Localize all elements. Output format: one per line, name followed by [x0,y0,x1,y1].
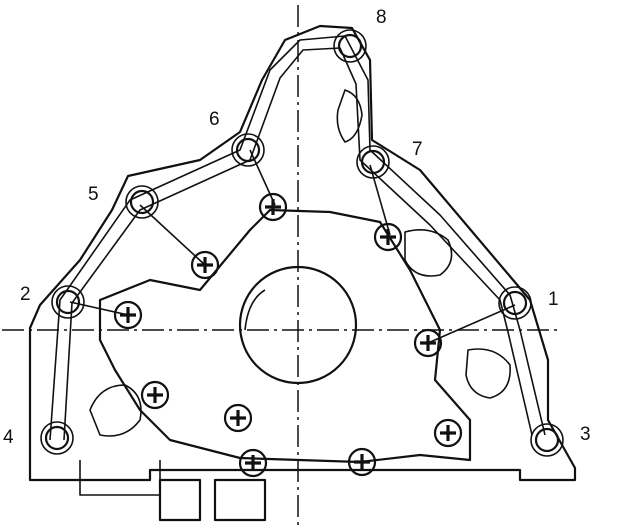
left-recess-lower [79,460,161,496]
right-lobe-recess [404,229,453,277]
phillips-screw-icon [373,222,403,252]
phillips-screw-icon [140,380,170,410]
bolt-hole-6 [231,133,265,167]
bottom-bracket-right [213,478,267,522]
bolt-hole-2 [51,285,85,319]
label-1: 1 [548,289,559,310]
web-1 [427,304,516,344]
bolt-hole-3 [530,423,564,457]
bolt-hole-4 [40,421,74,455]
label-2: 2 [20,284,31,305]
phillips-screw-icon [433,418,463,448]
phillips-screw-icon [238,448,268,478]
bolt-hole-5 [125,185,159,219]
bottom-bracket-left [158,478,202,522]
label-4: 4 [3,427,14,448]
bolt-hole-8 [333,29,367,63]
bore-inner-arc [244,289,266,331]
bolt-holes [40,29,564,457]
left-recess [89,384,142,437]
screws [113,192,463,478]
phillips-screw-icon [347,447,377,477]
right-lower-recess [465,348,511,399]
label-3: 3 [580,424,591,445]
label-8: 8 [376,7,387,28]
upper-recess [336,89,363,143]
pump-body-outline [98,208,472,464]
housing-outline [28,24,577,482]
label-7: 7 [412,139,423,160]
phillips-screw-icon [258,192,288,222]
bolt-hole-7 [356,145,390,179]
central-bore [238,265,358,385]
phillips-screw-icon [190,250,220,280]
phillips-screw-icon [413,328,443,358]
label-6: 6 [209,109,220,130]
phillips-screw-icon [113,300,143,330]
label-5: 5 [88,184,99,205]
phillips-screw-icon [223,403,253,433]
bolt-hole-1 [498,286,532,320]
